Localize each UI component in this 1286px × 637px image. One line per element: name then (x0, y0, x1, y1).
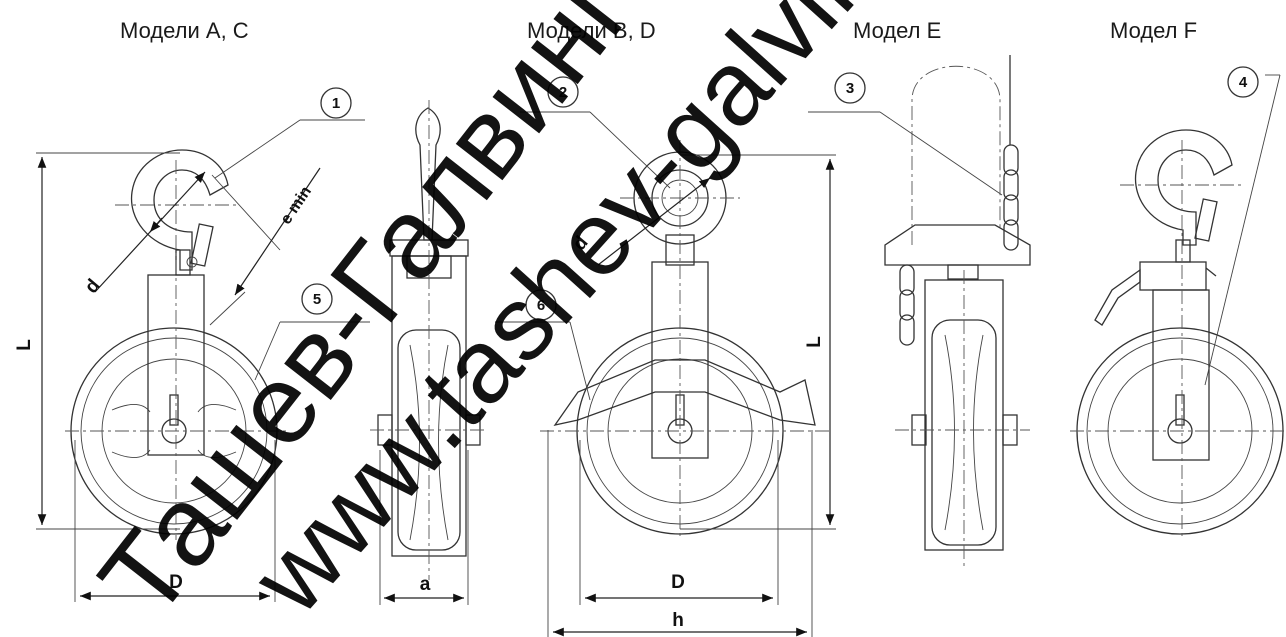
model-ac-side-view (370, 100, 488, 605)
title-model-e: Модел E (853, 18, 941, 43)
dim-label-l-ac: L (14, 339, 35, 351)
callout-3: 3 (834, 72, 866, 104)
callout-4: 4 (1227, 66, 1259, 98)
model-bd-front-view (495, 111, 836, 637)
title-model-f: Модел F (1110, 18, 1197, 43)
model-ac-front-view (36, 119, 370, 602)
callout-5-label: 5 (313, 291, 321, 308)
callout-3-label: 3 (846, 80, 854, 97)
callout-5: 5 (301, 283, 333, 315)
callout-1: 1 (320, 87, 352, 119)
callout-2: 2 (547, 76, 579, 108)
callout-6: 6 (525, 289, 557, 321)
dim-label-d-ac: D (169, 572, 183, 593)
dim-label-l-bd: L (804, 336, 825, 348)
model-e-side-view (808, 55, 1031, 570)
chain (899, 55, 1019, 346)
dim-label-h: h (672, 610, 684, 631)
dim-label-e-min: e min (278, 183, 315, 227)
callout-6-label: 6 (537, 297, 545, 314)
model-f-front-view (1070, 74, 1286, 540)
title-model-ac: Модели A, C (120, 18, 249, 43)
dim-label-d-bd: D (671, 572, 685, 593)
dim-label-a: a (420, 574, 431, 595)
dim-label-d-small-ac: d (81, 275, 105, 297)
callout-4-label: 4 (1239, 74, 1248, 91)
callout-1-label: 1 (332, 95, 340, 112)
title-model-bd: Модели B, D (527, 18, 656, 43)
callout-2-label: 2 (559, 84, 567, 101)
